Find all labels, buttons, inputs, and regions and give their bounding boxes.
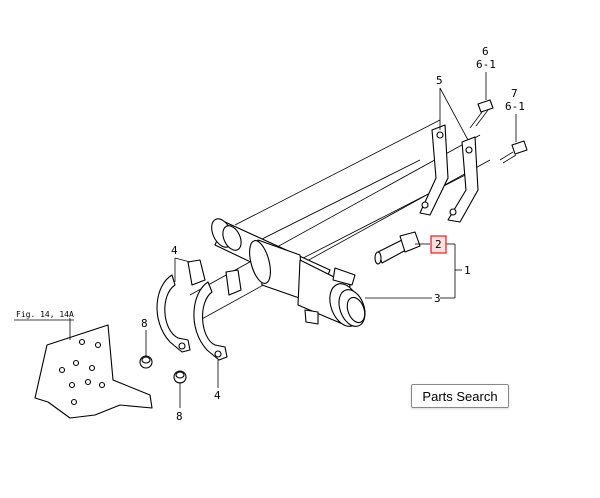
callout-2[interactable]: 2 <box>435 238 442 251</box>
callout-4-lower: 4 <box>214 389 221 402</box>
callout-7: 7 <box>511 87 518 100</box>
nut-part-8 <box>139 355 187 384</box>
callout-6-1-right: 6-1 <box>505 100 525 113</box>
callout-4: 4 <box>171 244 178 257</box>
mounting-plate <box>34 324 153 419</box>
callout-1: 1 <box>464 264 471 277</box>
bracket-part-5 <box>419 124 479 223</box>
callout-8-lower: 8 <box>176 410 183 423</box>
clamp-part-4 <box>156 259 242 361</box>
figure-reference: Fig. 14, 14A <box>14 310 74 321</box>
callout-6: 6 <box>482 45 489 58</box>
tube-assembly <box>211 218 366 327</box>
bolt-part-7 <box>499 140 528 164</box>
callout-5: 5 <box>436 74 443 87</box>
bolt-part-6 <box>469 99 494 129</box>
bolt-part-2 <box>374 231 421 265</box>
figure-reference-text: Fig. 14, 14A <box>16 310 74 319</box>
callout-2-link[interactable]: 2 <box>430 235 447 254</box>
callout-3: 3 <box>434 292 441 305</box>
callout-6-1-top: 6-1 <box>476 58 496 71</box>
callout-2-highlight[interactable] <box>430 235 447 254</box>
leader-lines <box>69 72 517 408</box>
callout-8-upper: 8 <box>141 317 148 330</box>
parts-search-button[interactable]: Parts Search <box>411 384 509 408</box>
